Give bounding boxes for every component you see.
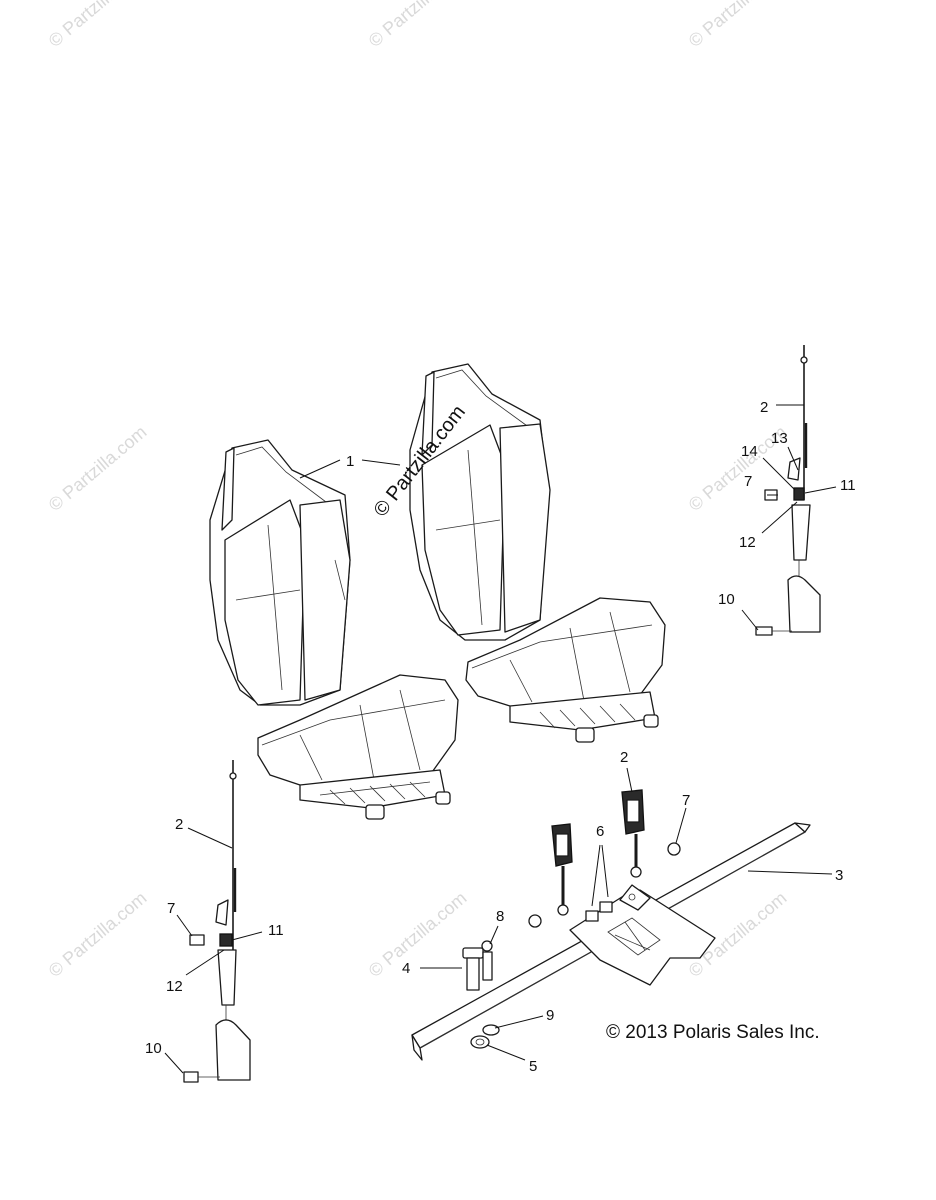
hardware: [462, 940, 500, 1049]
callout-bolt: 4: [402, 960, 410, 977]
copyright-notice: © 2013 Polaris Sales Inc.: [606, 1022, 820, 1043]
watermark: © Partzilla.com: [685, 0, 791, 51]
callout-clip: 13: [771, 430, 788, 447]
watermark: © Partzilla.com: [45, 0, 151, 51]
callout-crossbar: 3: [835, 867, 843, 884]
callout-bolt-left: 10: [145, 1040, 162, 1057]
callout-screws: 6: [596, 823, 604, 840]
seatbelt-left: [183, 760, 251, 1083]
callout-nut-right: 7: [744, 473, 752, 490]
callout-sensor: 8: [496, 908, 504, 925]
callout-washer-right: 14: [741, 443, 758, 460]
callout-spacer-left: 12: [166, 978, 183, 995]
crossbar-assembly: [411, 822, 811, 1061]
callout-belt-upper-right: 2: [760, 399, 768, 416]
callouts: 1 2 13 14 7 11 12 10 2 7 11 12 10 2 7 6 …: [145, 399, 856, 1075]
callout-washer: 9: [546, 1007, 554, 1024]
callout-bolt-right: 10: [718, 591, 735, 608]
seatbelt-right: [755, 345, 821, 636]
leaders: [164, 404, 837, 1074]
callout-nut-buckle: 7: [682, 792, 690, 809]
callout-bracket-right: 11: [840, 477, 856, 494]
seat-left: [209, 439, 459, 820]
callout-belt-lower-left: 2: [175, 816, 183, 833]
buckles: [528, 789, 681, 928]
callout-seat: 1: [346, 453, 354, 470]
watermark: © Partzilla.com: [45, 422, 151, 515]
watermark: © Partzilla.com: [365, 0, 471, 51]
callout-bracket-left: 11: [268, 922, 284, 939]
callout-nut: 5: [529, 1058, 537, 1075]
callout-buckle: 2: [620, 749, 628, 766]
callout-spacer-right: 12: [739, 534, 756, 551]
callout-nut-left: 7: [167, 900, 175, 917]
seat-right: [409, 363, 666, 743]
watermark: © Partzilla.com: [365, 888, 471, 981]
watermark: © Partzilla.com: [45, 888, 151, 981]
